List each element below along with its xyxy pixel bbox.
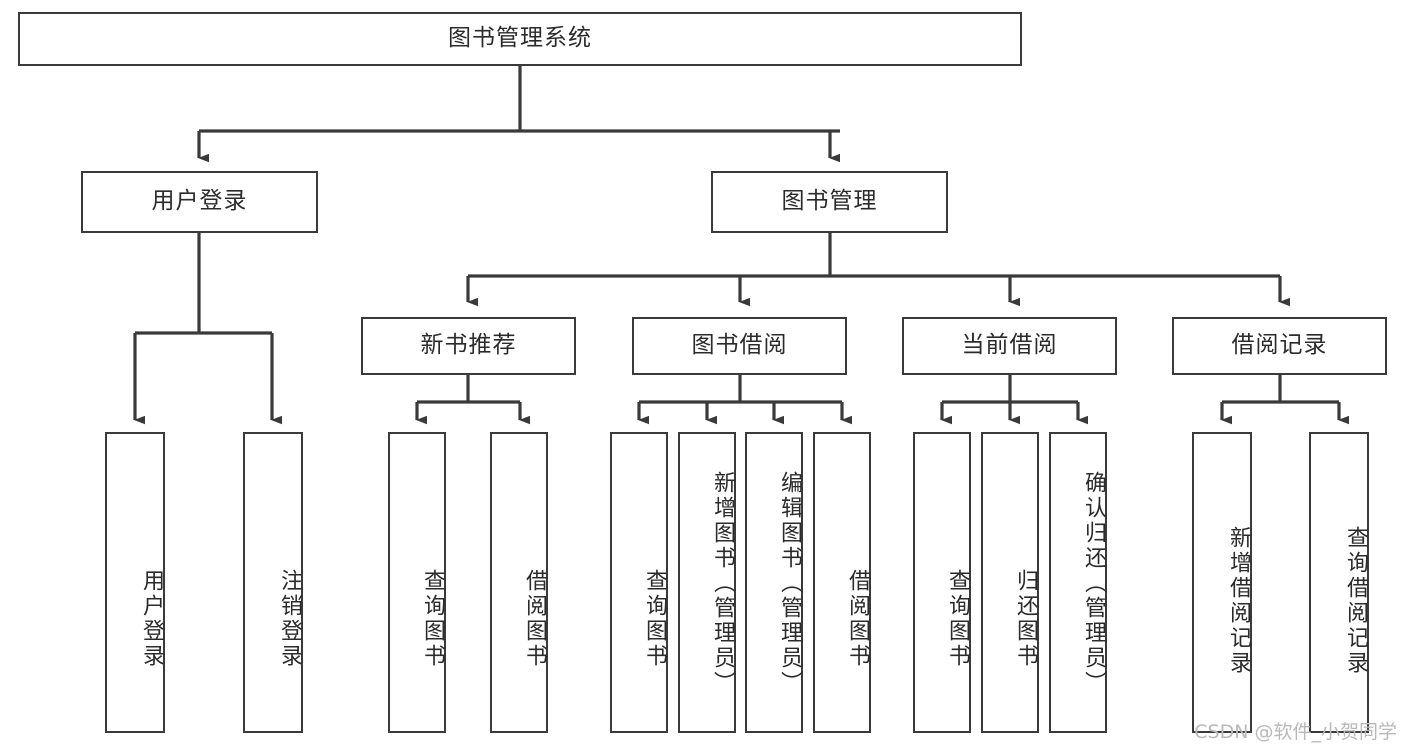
node-user-login[interactable]: 用户登录 [81, 171, 318, 233]
node-leaf-user-login-label: 用户登录 [139, 568, 164, 669]
node-book-borrow[interactable]: 图书借阅 [632, 317, 847, 375]
node-leaf-add-book[interactable]: 新增图书（管理员） [678, 432, 736, 733]
node-book-borrow-label: 图书借阅 [691, 332, 788, 359]
node-new-book-rec-label: 新书推荐 [420, 332, 517, 359]
node-leaf-add-book-label: 新增图书（管理员） [710, 471, 735, 696]
node-leaf-borrow-book-2-label: 借阅图书 [845, 568, 870, 669]
node-new-book-rec[interactable]: 新书推荐 [361, 317, 576, 375]
node-leaf-borrow-book-2[interactable]: 借阅图书 [813, 432, 871, 733]
watermark: CSDN @软件_小贺同学 [1194, 721, 1397, 743]
node-root[interactable]: 图书管理系统 [18, 12, 1022, 66]
node-leaf-query-book-1[interactable]: 查询图书 [388, 432, 446, 733]
node-borrow-record-label: 借阅记录 [1231, 332, 1328, 359]
node-leaf-user-login[interactable]: 用户登录 [105, 432, 165, 733]
node-leaf-borrow-book-1[interactable]: 借阅图书 [490, 432, 548, 733]
node-leaf-query-book-3[interactable]: 查询图书 [913, 432, 971, 733]
node-leaf-query-book-3-label: 查询图书 [945, 568, 970, 669]
node-leaf-logout-label: 注销登录 [277, 568, 302, 669]
node-leaf-return-book[interactable]: 归还图书 [981, 432, 1039, 733]
node-leaf-query-book-2[interactable]: 查询图书 [610, 432, 668, 733]
node-leaf-confirm-return[interactable]: 确认归还（管理员） [1049, 432, 1107, 733]
node-leaf-confirm-return-label: 确认归还（管理员） [1081, 471, 1106, 696]
node-current-borrow[interactable]: 当前借阅 [902, 317, 1117, 375]
node-leaf-query-book-2-label: 查询图书 [642, 568, 667, 669]
node-book-manage[interactable]: 图书管理 [711, 171, 948, 233]
node-leaf-add-record[interactable]: 新增借阅记录 [1192, 432, 1252, 733]
node-borrow-record[interactable]: 借阅记录 [1172, 317, 1387, 375]
node-current-borrow-label: 当前借阅 [961, 332, 1058, 359]
node-leaf-query-record[interactable]: 查询借阅记录 [1309, 432, 1369, 733]
node-leaf-logout[interactable]: 注销登录 [243, 432, 303, 733]
node-book-manage-label: 图书管理 [781, 188, 878, 215]
node-root-label: 图书管理系统 [448, 25, 592, 52]
node-leaf-query-record-label: 查询借阅记录 [1343, 525, 1368, 676]
node-leaf-edit-book[interactable]: 编辑图书（管理员） [745, 432, 803, 733]
node-user-login-label: 用户登录 [151, 188, 248, 215]
node-leaf-return-book-label: 归还图书 [1013, 568, 1038, 669]
node-leaf-add-record-label: 新增借阅记录 [1226, 525, 1251, 676]
node-leaf-edit-book-label: 编辑图书（管理员） [777, 471, 802, 696]
node-leaf-query-book-1-label: 查询图书 [420, 568, 445, 669]
node-leaf-borrow-book-1-label: 借阅图书 [522, 568, 547, 669]
